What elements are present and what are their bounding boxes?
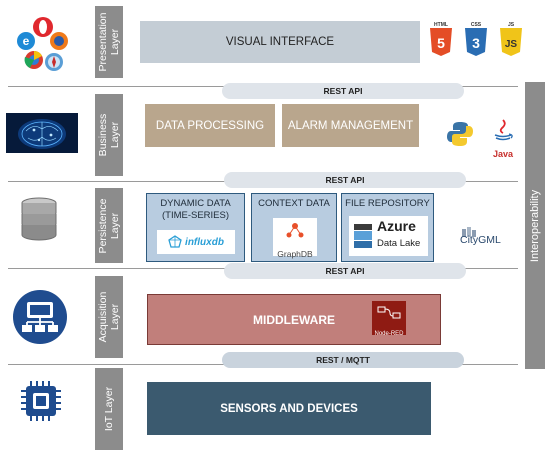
layer-label-persistence: Persistence Layer [95,188,123,263]
svg-text:JS: JS [505,39,518,50]
visual-interface-box: VISUAL INTERFACE [140,21,420,63]
html5-icon: HTML 5 [428,22,454,56]
sensors-devices-box: SENSORS AND DEVICES [147,382,431,435]
dynamic-data-store: DYNAMIC DATA(TIME-SERIES) influxdb [146,193,245,262]
layer-label-business: Business Layer [95,94,123,176]
context-data-store: CONTEXT DATA GraphDB [251,193,337,262]
database-icon [20,197,58,243]
nodered-icon [377,306,401,319]
data-processing-box: DATA PROCESSING [145,104,275,147]
citygml-icon [462,227,476,237]
azure-icon [354,224,372,248]
javascript-icon: JS JS [498,22,524,56]
browsers-icon: e [12,14,74,76]
interoperability-bar: Interoperability [525,82,545,369]
svg-text:e: e [23,34,30,48]
network-hierarchy-icon [13,290,67,344]
azure-data-lake-logo: Azure Data Lake [349,216,428,256]
graphdb-logo: GraphDB [273,218,317,259]
svg-text:3: 3 [472,35,480,51]
rest-api-bar: REST API [222,83,464,99]
nodered-logo: Node-RED [372,301,406,337]
rest-mqtt-bar: REST / MQTT [222,352,464,368]
layer-label-iot: IoT Layer [95,368,123,450]
python-icon [446,120,474,148]
influxdb-logo: influxdb [157,230,235,254]
graphdb-icon [286,223,304,238]
layer-label-presentation: Presentation Layer [95,6,123,78]
chip-icon [17,377,65,425]
rest-api-bar: REST API [224,172,466,188]
citygml-logo: CityGML [458,224,520,250]
java-icon: Java [490,118,516,159]
css3-icon: CSS 3 [463,22,489,56]
influxdb-icon [168,235,182,248]
rest-api-bar: REST API [224,263,466,279]
layer-label-acquisition: Acquisition Layer [95,276,123,358]
alarm-management-box: ALARM MANAGEMENT [282,104,419,147]
file-repository-store: FILE REPOSITORY Azure Data Lake [341,193,434,262]
brain-icon [6,113,78,153]
svg-text:5: 5 [437,35,445,51]
